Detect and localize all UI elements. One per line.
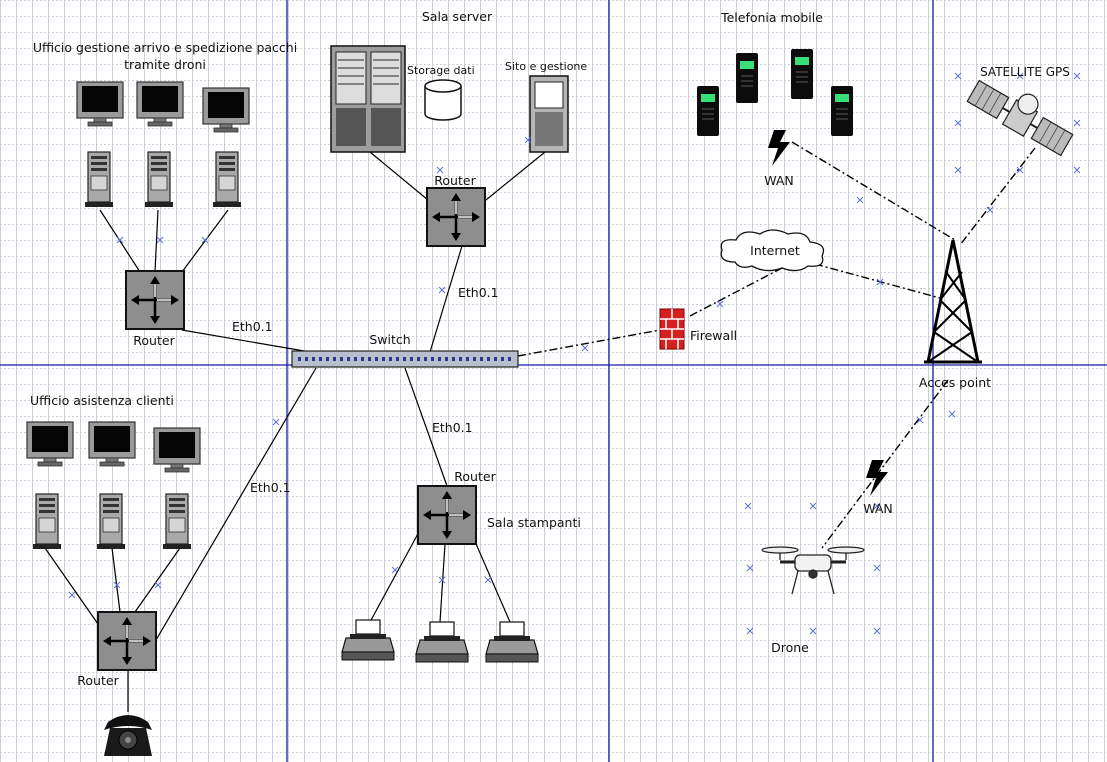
router-icon[interactable]: [425, 186, 487, 248]
drone-icon[interactable]: [761, 546, 865, 595]
eth-label: Eth0.1: [458, 285, 499, 300]
wan-label: WAN: [764, 173, 794, 188]
server-icon[interactable]: [529, 75, 569, 153]
router-label: Router: [77, 673, 119, 688]
pc-tower-icon: [96, 493, 126, 550]
router-icon[interactable]: [124, 269, 186, 331]
database-icon: [424, 79, 462, 121]
monitor-icon: [153, 427, 201, 473]
firewall-icon[interactable]: [659, 308, 685, 350]
firewall-label: Firewall: [690, 328, 737, 343]
monitor-icon: [136, 81, 184, 127]
wireless-links: [517, 141, 1036, 549]
mobile-phone-icon: [791, 49, 813, 99]
connections: [44, 151, 546, 712]
mobile-phone-icon: [831, 86, 853, 136]
pc-tower-icon: [84, 151, 114, 208]
pc-tower-icon: [144, 151, 174, 208]
assistenza-towers: [32, 493, 192, 550]
monitor-icon: [202, 87, 250, 133]
antenna-tower-icon[interactable]: [924, 239, 982, 364]
mobile-phones: [697, 49, 853, 136]
pc-tower-icon: [32, 493, 62, 550]
eth-label: Eth0.1: [232, 319, 273, 334]
satellite-icon: [966, 79, 1074, 157]
wan-label: WAN: [863, 501, 893, 516]
server-rack-icon[interactable]: [330, 45, 406, 153]
monitor-icon: [88, 421, 136, 467]
lightning-icon: [866, 460, 888, 496]
storage-label: Storage dati: [407, 64, 475, 77]
internet-label: Internet: [750, 243, 800, 258]
mobile-phone-icon: [736, 53, 758, 103]
satellite-label: SATELLITE GPS: [980, 65, 1070, 79]
router-label: Router: [434, 173, 476, 188]
cloud-icon[interactable]: [720, 229, 825, 272]
monitor-icon: [76, 81, 124, 127]
mobile-phone-icon: [697, 86, 719, 136]
router-icon[interactable]: [416, 484, 478, 546]
zone-title-droni-1: Ufficio gestione arrivo e spedizione pac…: [33, 40, 297, 55]
zone-title-telefonia: Telefonia mobile: [720, 10, 823, 25]
drone-label: Drone: [771, 640, 809, 655]
droni-office-monitors: [76, 81, 250, 133]
printer-icon[interactable]: [341, 619, 395, 661]
printer-icon[interactable]: [415, 621, 469, 663]
switch-icon[interactable]: [291, 350, 519, 368]
pc-tower-icon: [162, 493, 192, 550]
eth-label: Eth0.1: [250, 480, 291, 495]
zone-title-sala-server: Sala server: [422, 9, 493, 24]
switch-label: Switch: [369, 332, 410, 347]
monitor-icon: [26, 421, 74, 467]
access-point-label: Acces point: [919, 375, 991, 390]
router-label: Router: [454, 469, 496, 484]
assistenza-monitors: [26, 421, 201, 473]
zone-title-assistenza: Ufficio asistenza clienti: [30, 393, 174, 408]
printer-icon[interactable]: [485, 621, 539, 663]
router-label: Router: [133, 333, 175, 348]
telephone-icon[interactable]: [104, 715, 152, 756]
zone-title-droni-2: tramite droni: [124, 57, 206, 72]
router-icon[interactable]: [96, 610, 158, 672]
lightning-icon: [768, 130, 790, 166]
pc-tower-icon: [212, 151, 242, 208]
sito-label: Sito e gestione: [505, 60, 587, 73]
eth-label: Eth0.1: [432, 420, 473, 435]
droni-office-towers: [84, 151, 242, 208]
sala-stampanti-label: Sala stampanti: [487, 515, 581, 530]
labels: Sala server Telefonia mobile Ufficio ges…: [30, 9, 1070, 688]
